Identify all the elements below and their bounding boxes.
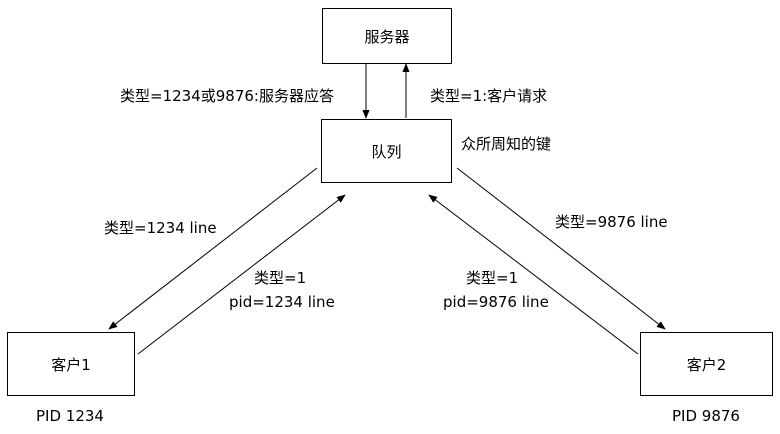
label-client-request: 类型=1:客户请求 xyxy=(430,87,548,105)
arrow-client1-to-queue xyxy=(137,194,346,355)
label-client2-pid: pid=9876 line xyxy=(443,293,549,311)
label-server-reply: 类型=1234或9876:服务器应答 xyxy=(120,87,334,105)
arrow-queue-to-client1 xyxy=(108,167,318,330)
arrow-queue-to-client2 xyxy=(456,167,666,330)
label-client1-pid: pid=1234 line xyxy=(229,293,335,311)
queue-box: 队列 xyxy=(321,119,452,183)
label-client2-type: 类型=1 xyxy=(466,269,519,287)
arrow-client2-to-queue xyxy=(428,194,639,355)
queue-label: 队列 xyxy=(371,142,402,161)
label-client1-type: 类型=1 xyxy=(254,269,307,287)
label-queue-to-client2: 类型=9876 line xyxy=(555,213,668,231)
client1-label: 客户1 xyxy=(51,355,91,374)
label-well-known-key: 众所周知的键 xyxy=(461,135,552,153)
client1-pid-caption: PID 1234 xyxy=(36,407,104,425)
label-queue-to-client1: 类型=1234 line xyxy=(104,219,217,237)
client2-label: 客户2 xyxy=(686,355,727,374)
server-label: 服务器 xyxy=(364,27,410,46)
client2-pid-caption: PID 9876 xyxy=(672,407,740,425)
client1-box: 客户1 xyxy=(7,332,135,396)
server-box: 服务器 xyxy=(322,8,452,64)
client2-box: 客户2 xyxy=(640,332,773,396)
